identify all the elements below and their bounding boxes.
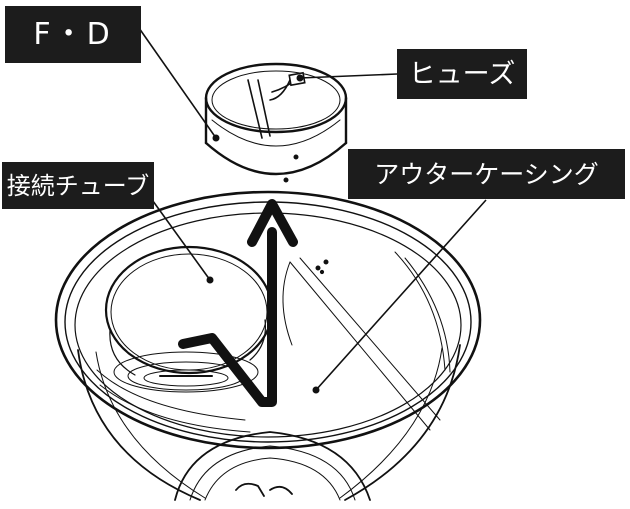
leader-fuse	[299, 73, 398, 79]
connecting-tube	[104, 245, 274, 393]
leader-case	[315, 199, 487, 391]
label-fire-damper: F・D	[5, 6, 141, 63]
label-connecting-tube: 接続チューブ	[2, 162, 154, 209]
up-arrow-icon	[178, 199, 298, 407]
label-outer-casing: アウターケーシング	[348, 149, 625, 199]
leader-tube	[144, 189, 211, 281]
label-fuse: ヒューズ	[397, 49, 527, 99]
fire-damper	[204, 62, 348, 183]
leader-fd	[138, 27, 217, 139]
bottom-opening	[174, 431, 371, 501]
leader-lines	[138, 27, 487, 391]
leader-end-dots	[206, 74, 320, 394]
